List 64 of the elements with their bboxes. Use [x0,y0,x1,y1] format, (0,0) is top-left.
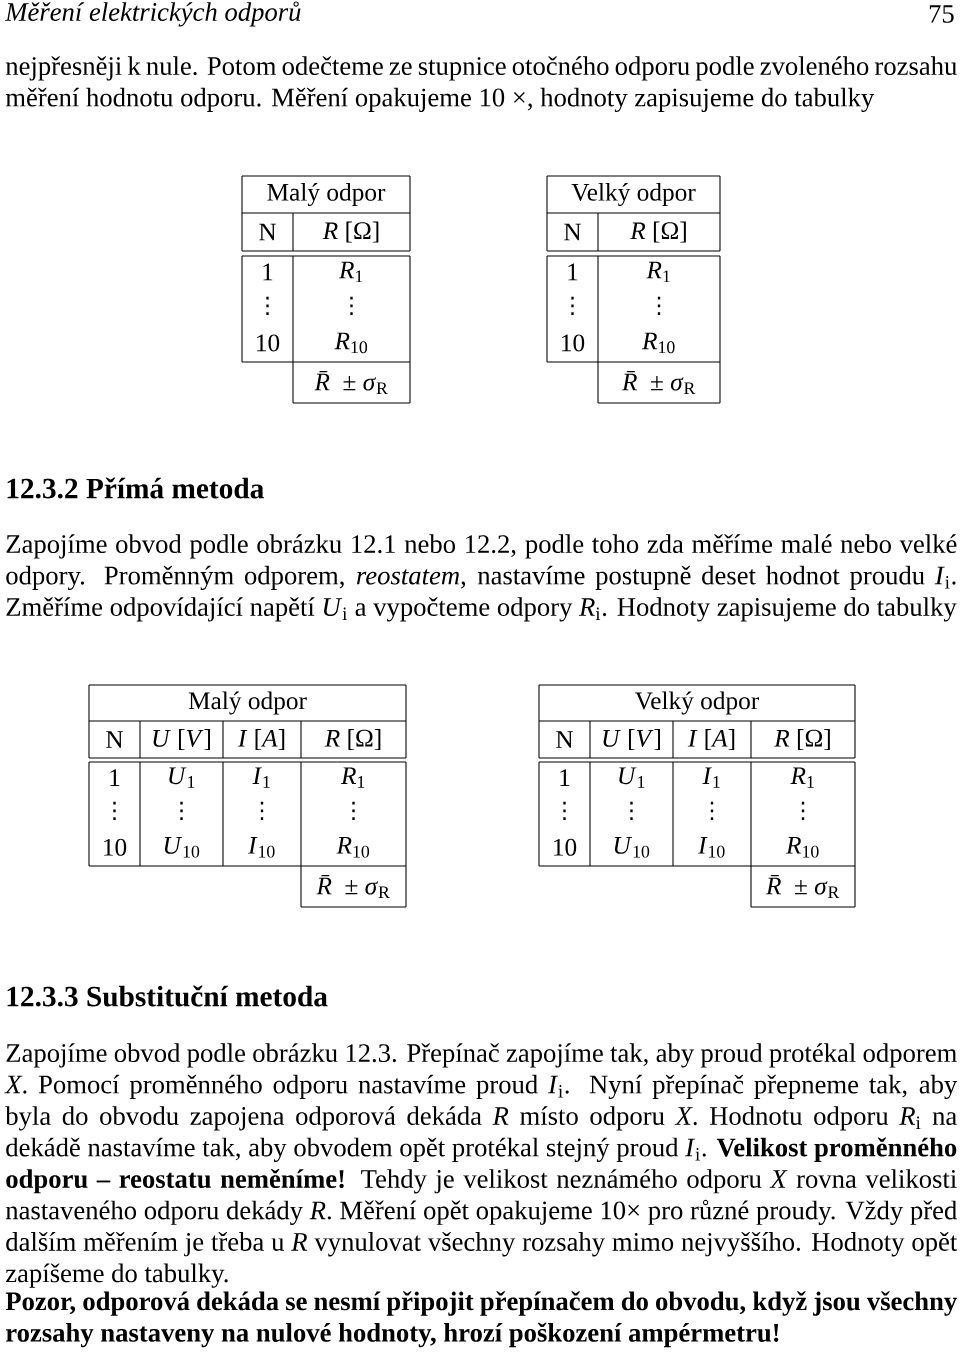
table-cell: ⋮ [630,801,633,821]
table-cell: U [V] [153,729,210,750]
table-cell: 10 [257,334,280,352]
table-cell: I$_{1}$ [702,767,720,788]
table-cell: R$_{1}$ [340,767,365,788]
table-cell: ⋮ [801,801,805,821]
table-cell: R [Ω] [630,221,686,243]
table-cell: I$_{10}$ [248,837,275,858]
table-cell: ⋮ [563,801,566,821]
table-cell: R$_{10}$ [641,332,675,354]
table-cell: ⋮ [350,296,353,315]
table-cell: U$_{10}$ [614,837,650,858]
table-cell: ⋮ [710,801,714,821]
table-cell: ⋮ [266,296,269,315]
table-cell: ⋮ [260,801,264,821]
section-heading: 12.3.2 Přímá metoda [7,477,264,499]
table-cell: U$_{1}$ [619,767,645,788]
table-cell: N [106,731,124,748]
table-cell: N [556,731,574,748]
table-cell: I [A] [237,729,285,750]
table-cell: U$_{10}$ [164,837,200,858]
page-number: 75 [929,5,954,23]
table-cell: ⋮ [657,296,661,315]
table-cell: R$_{1}$ [790,767,814,788]
table-cell: U [V] [603,729,660,750]
table-cell: Malý odpor [267,183,386,207]
paragraph: Zapojíme obvod podle obrázku 12.3. Přepínač zapojíme tak, aby proud protékal odporem X. Pomocí proměnného odporu nastavíme proud I$_{i}$. Nyní přepínač přepneme tak, aby byla do obvodu zapojena odporová dekáda R místo odporu X. Hodnotu odporu R$_{i}$ na dekádě nastavíme tak, aby obvodem opět protékal stejný proud I$_{i}$. Velikost proměnného odporu – reostatu neměníme! Tehdy je velikost neznámého odporu X rovna velikosti nastaveného odporu dekády R. Měření opět opakujeme 10× pro různé proudy. Vždy před dalším měřením je třeba u R vynulovat všechny rozsahy mimo nejvyššího. Hodnoty opět zapíšeme do tabulky. [4,1043,958,1288]
table-cell: I$_{1}$ [252,767,270,788]
table-cell: U$_{1}$ [169,767,195,788]
table-cell: ⋮ [352,801,355,821]
table-cell: 1 [263,263,273,281]
paragraph: Pozor, odporová dekáda se nesmí připojit přepínačem do obvodu, když jsou všechny rozsahy nastaveny na nulové hodnoty, hrozí poškození ampérmetru! [5,1291,957,1348]
table-cell: I$_{10}$ [698,837,725,858]
table-cell: ⋮ [180,801,183,821]
table-cell: N [564,223,582,241]
running-header: Měření elektrických odporů [4,1,301,27]
table-cell: Velký odpor [635,691,760,715]
table-cell: R [Ω] [774,729,830,750]
table-cell: 10 [562,334,585,352]
table-cell: R̄ ± σ$_{R}$ [316,875,390,898]
table-cell: Malý odpor [188,691,307,715]
table-cell: ⋮ [113,801,116,821]
table-cell: R$_{10}$ [785,837,819,858]
table-cell: R$_{1}$ [646,261,670,283]
table-cell: R$_{10}$ [334,332,368,354]
table-cell: 1 [568,263,578,281]
table-cell: 10 [554,838,577,856]
table-cell: 1 [560,769,570,786]
table-cell: I [A] [687,729,735,750]
paragraph: Zapojíme obvod podle obrázku 12.1 nebo 12.2, podle toho zda měříme malé nebo velké odpory. Proměnným odporem, reostatem, nastavíme postupně deset hodnot proudu I$_{i}$. Změříme odpovídající napětí U$_{i}$ a vypočteme odpory R$_{i}$. Hodnoty zapisujeme do tabulky [6,534,957,622]
table-cell: Velký odpor [571,183,696,207]
table-cell: 10 [104,838,127,856]
paragraph: nejpřesněji k nule. Potom odečteme ze stupnice otočného odporu podle zvoleného rozsahu měření hodnotu odporu. Měření opakujeme 10 ×, hodnoty zapisujeme do tabulky [5,56,957,113]
table-cell: R [Ω] [324,729,381,750]
table-cell: ⋮ [571,296,574,315]
table-cell: 1 [110,769,120,786]
table-cell: R̄ ± σ$_{R}$ [765,875,840,898]
table-cell: N [259,223,277,241]
table-cell: R [Ω] [322,221,379,243]
section-heading: 12.3.3 Substituční metoda [7,985,328,1007]
table-cell: R̄ ± σ$_{R}$ [621,371,696,394]
table-cell: R$_{1}$ [338,261,363,283]
table-cell: R̄ ± σ$_{R}$ [314,371,388,394]
table-cell: R$_{10}$ [336,837,370,858]
